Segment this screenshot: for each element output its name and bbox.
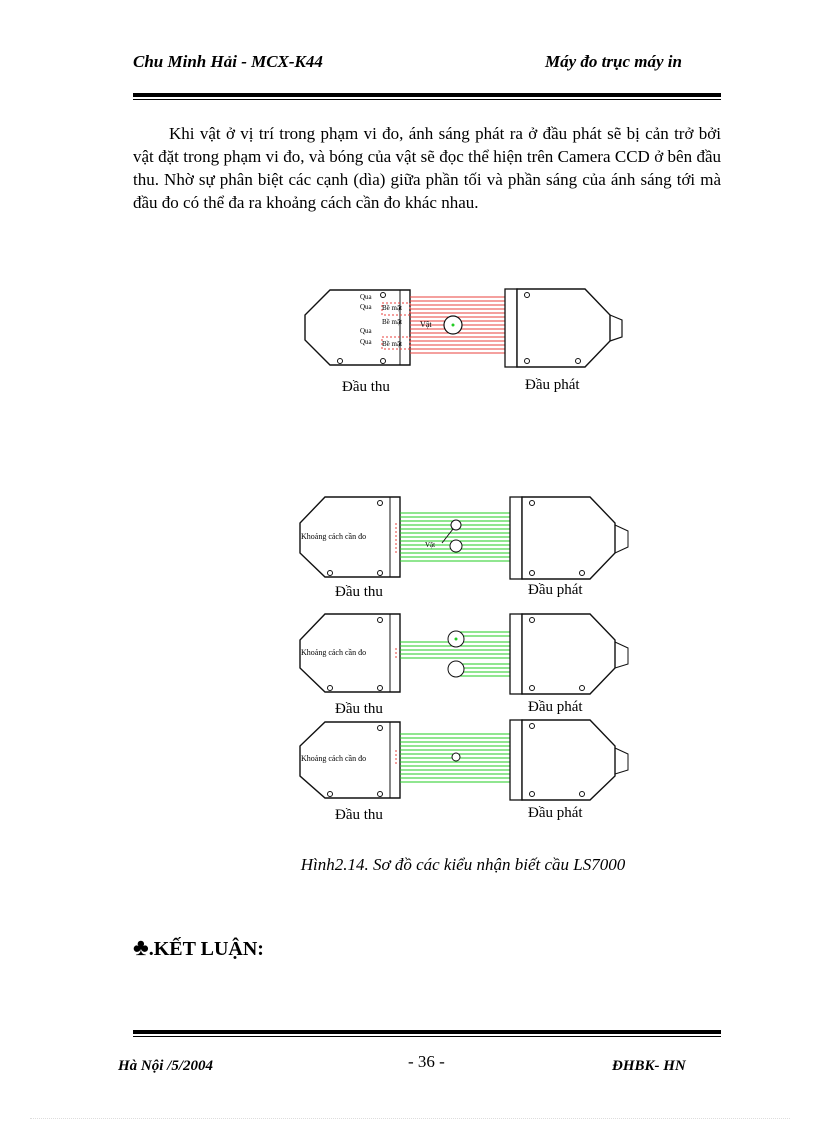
footer-institution: ĐHBK- HN (612, 1058, 686, 1074)
header-author: Chu Minh Hải - MCX-K44 (133, 52, 323, 71)
label-surface-3: Bề mặt (382, 340, 402, 348)
label-surface-1: Bề mặt (382, 304, 402, 312)
footer-rule-thin (133, 1036, 721, 1037)
object-label: Vật (425, 541, 435, 549)
club-icon: ♣ (133, 935, 149, 961)
header-title: Máy đo trục máy in (545, 52, 682, 71)
body-paragraph: Khi vật ở vị trí trong phạm vi đo, ánh s… (133, 124, 721, 212)
receiver-head (304, 289, 411, 366)
figure-caption: Hình2.14. Sơ đồ các kiểu nhận biết cầu L… (300, 855, 626, 874)
label-qua-2: Qua (360, 303, 373, 311)
diagram-3: Khoảng cách cần đo Đầu thu Đầu phát (299, 719, 629, 823)
label-emitter: Đầu phát (528, 805, 583, 821)
measure-label: Khoảng cách cần đo (301, 532, 366, 541)
label-receiver: Đầu thu (335, 701, 383, 717)
label-qua-1: Qua (360, 293, 373, 301)
label-emitter: Đầu phát (528, 582, 583, 598)
label-surface-2: Bề mặt (382, 318, 402, 326)
label-receiver: Đầu thu (342, 379, 390, 395)
header-rule-thin (133, 99, 721, 100)
emitter-head (504, 288, 623, 368)
label-qua-4: Qua (360, 338, 373, 346)
ls7000-figure: Qua Qua Qua Qua Bề mặt Bề mặt Bề mặt Vật… (299, 288, 629, 823)
page-number: - 36 - (408, 1052, 445, 1071)
header-rule-thick (133, 93, 721, 97)
footer-rule-thick (133, 1030, 721, 1034)
label-receiver: Đầu thu (335, 807, 383, 823)
label-qua-3: Qua (360, 327, 373, 335)
diagram-1: Khoảng cách cần đo Vật Đầu thu Đầu phát (299, 496, 629, 600)
label-object: Vật (420, 320, 432, 329)
diagram-2: Khoảng cách cần đo Đầu thu Đầu phát (299, 613, 629, 717)
label-receiver: Đầu thu (335, 584, 383, 600)
page-edge-dots (30, 1118, 790, 1119)
measure-label: Khoảng cách cần đo (301, 648, 366, 657)
footer-location-date: Hà Nội /5/2004 (118, 1058, 214, 1074)
conclusion-heading: ♣.KẾT LUẬN: (133, 935, 264, 962)
measure-label: Khoảng cách cần đo (301, 754, 366, 763)
top-diagram: Qua Qua Qua Qua Bề mặt Bề mặt Bề mặt Vật… (304, 288, 623, 395)
label-emitter: Đầu phát (528, 699, 583, 715)
conclusion-label: .KẾT LUẬN: (148, 938, 264, 960)
label-emitter: Đầu phát (525, 377, 580, 393)
